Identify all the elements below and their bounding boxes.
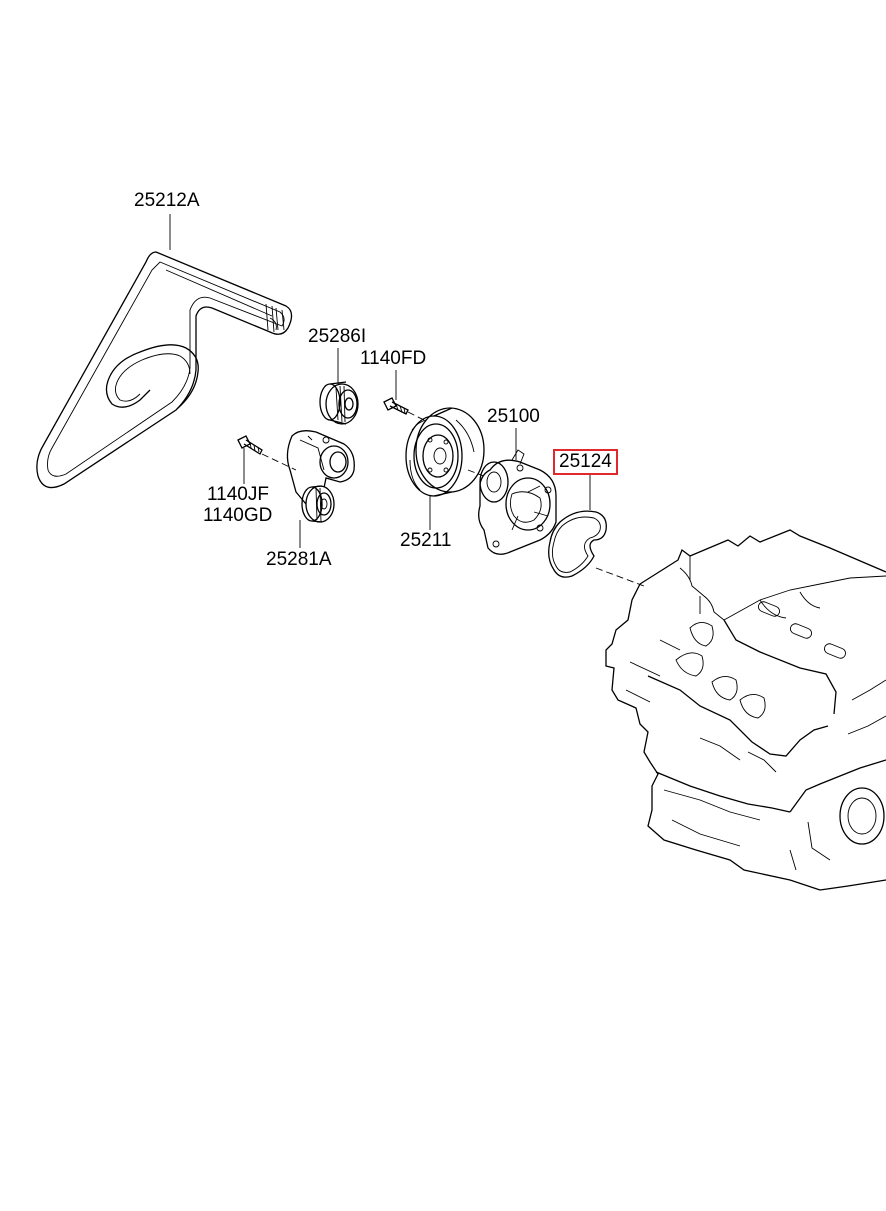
label-water-pump[interactable]: 25100 [487,406,540,427]
label-bolt-fd[interactable]: 1140FD [360,348,427,369]
label-idler-pulley[interactable]: 25286I [308,326,367,347]
label-gasket-highlighted[interactable]: 25124 [553,449,618,475]
water-pump-pulley[interactable] [405,407,485,497]
water-pump[interactable] [478,449,557,555]
bolt-jf-gd[interactable] [237,435,263,455]
axis-gasket [595,567,645,587]
idler-pulley[interactable] [319,381,359,425]
label-bolt-jf[interactable]: 1140JF [207,484,269,505]
engine-block [605,529,886,891]
label-auto-tensioner[interactable]: 25281A [266,549,332,570]
bolt-fd[interactable] [383,397,409,415]
axis-bolt-jf [261,453,297,471]
water-pump-gasket[interactable] [548,510,607,578]
label-water-pump-pulley[interactable]: 25211 [400,530,452,551]
auto-tensioner[interactable] [286,430,355,523]
label-drive-belt[interactable]: 25212A [134,190,200,211]
drive-belt[interactable] [36,251,293,489]
label-bolt-gd[interactable]: 1140GD [203,505,273,526]
